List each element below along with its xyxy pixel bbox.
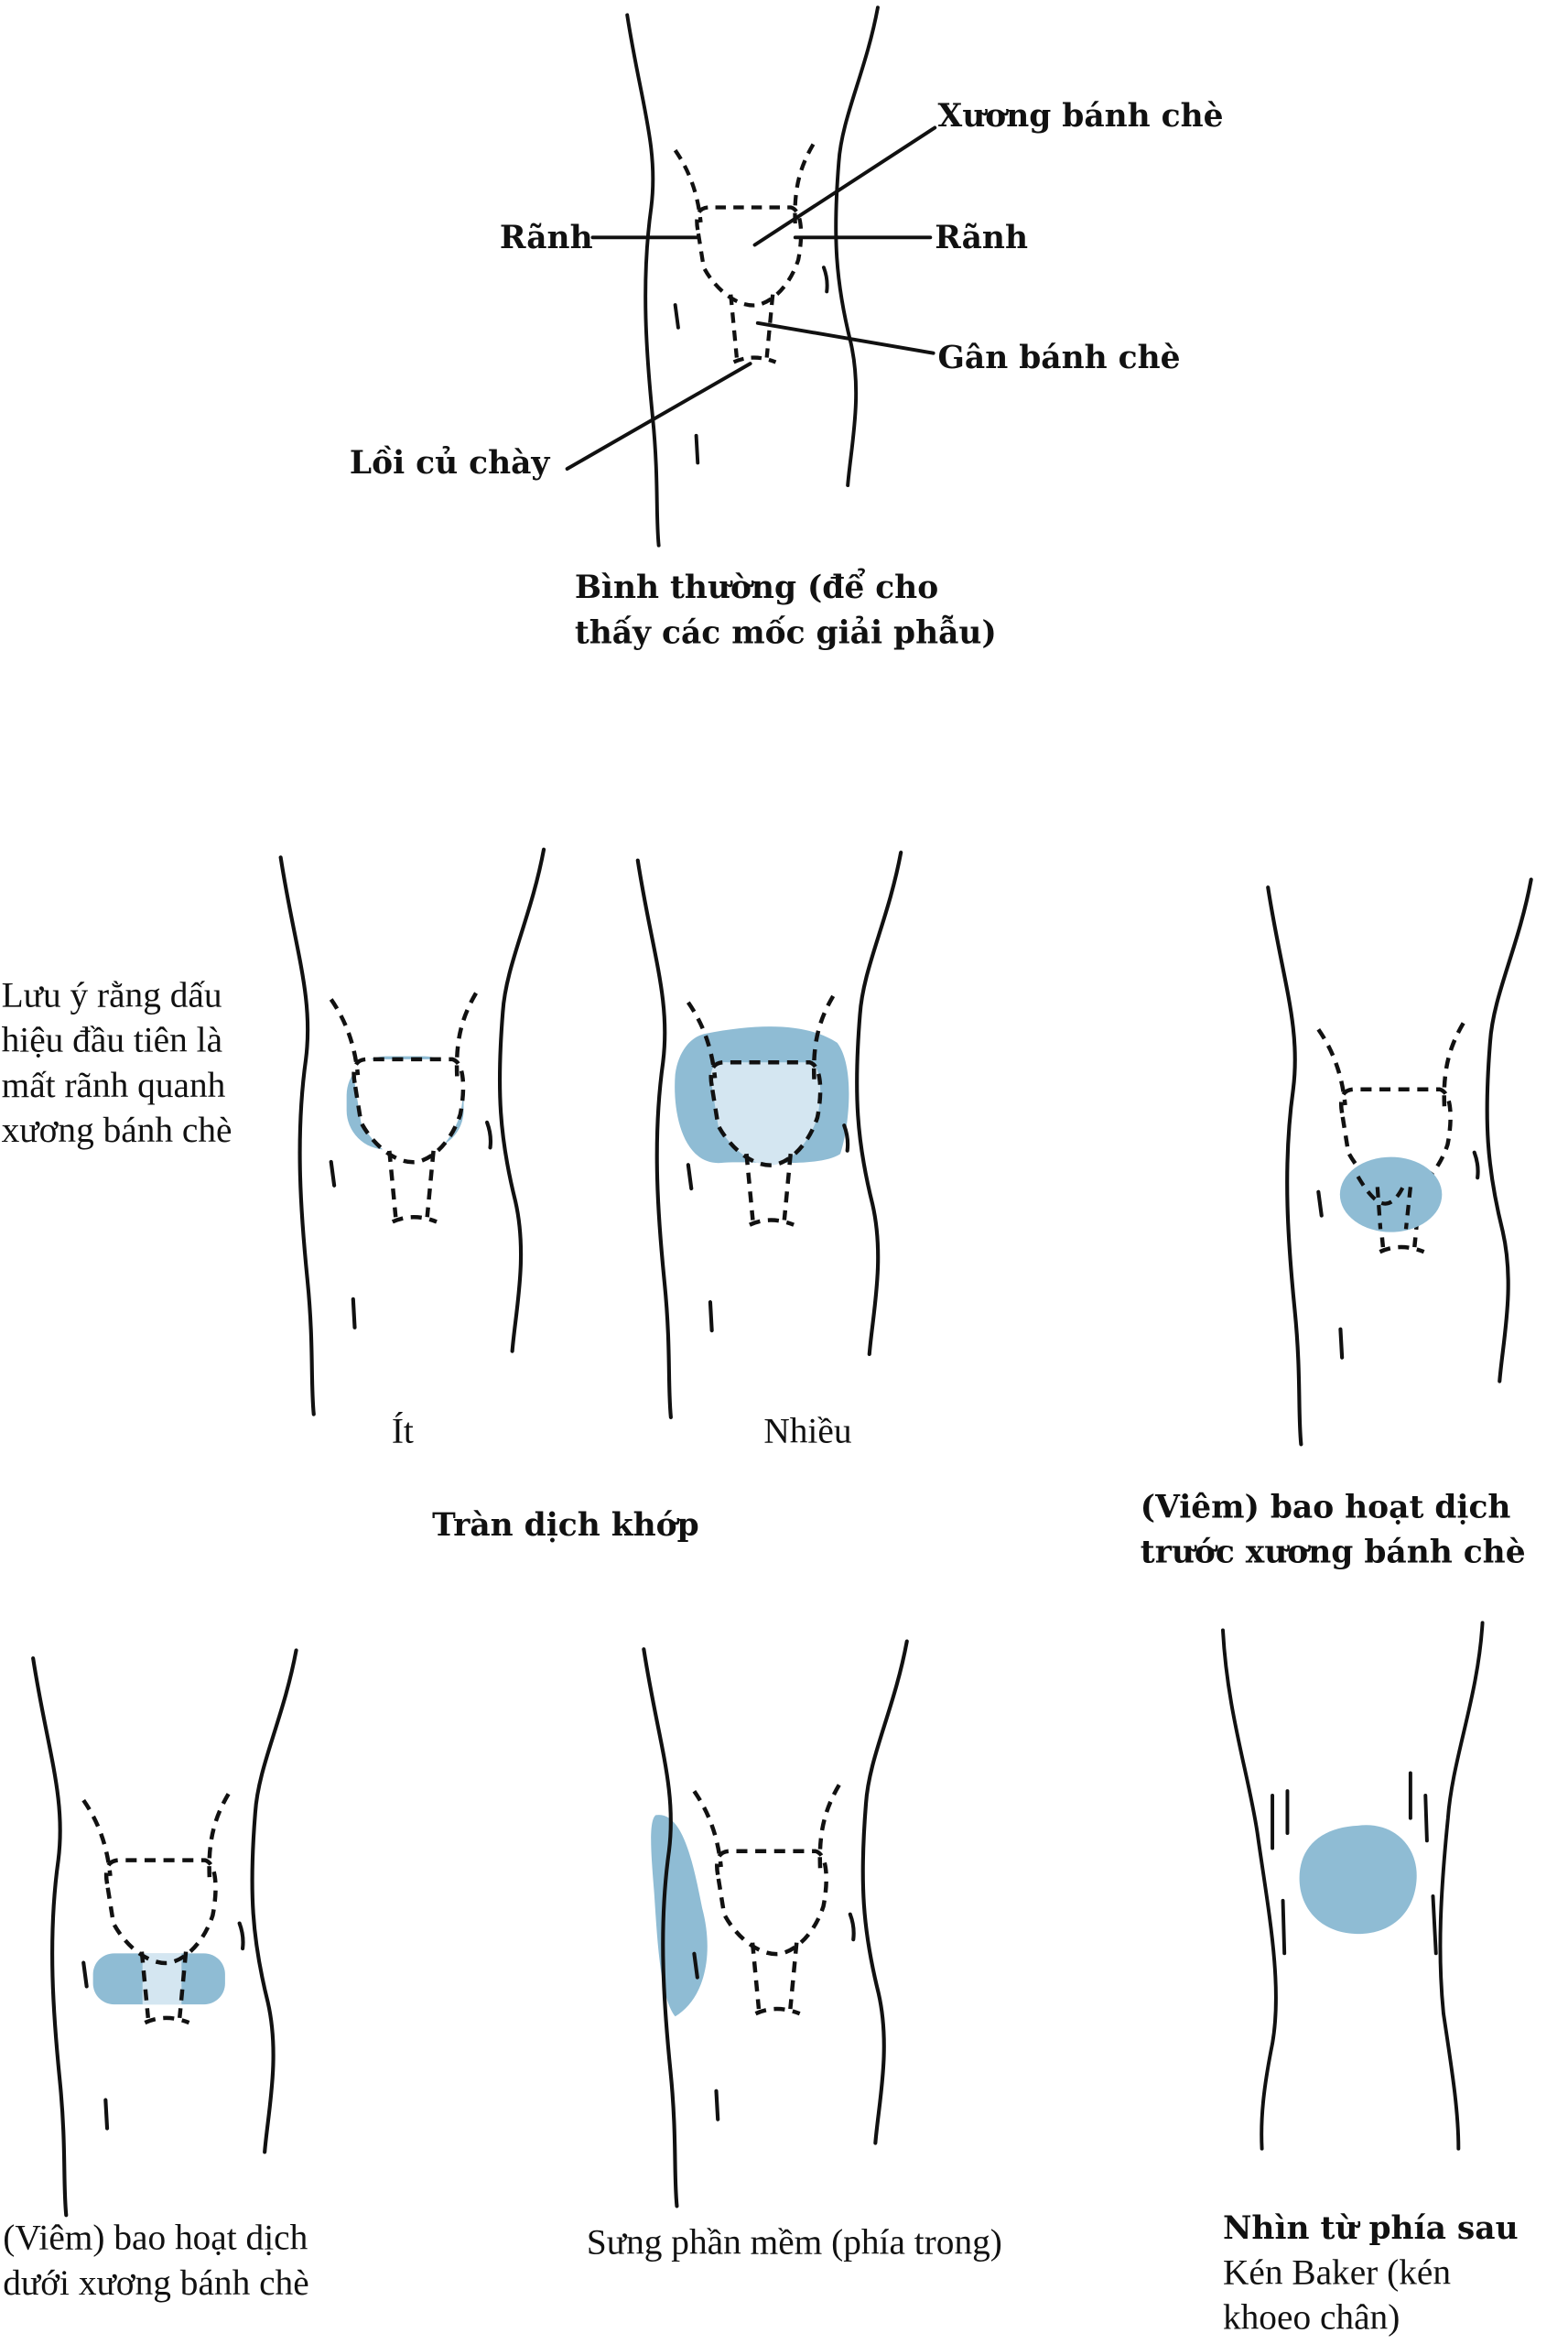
- swelling-area: [1339, 1156, 1443, 1232]
- effusion-labels: Lưu ý rằng dấu hiệu đầu tiên là mất rãnh…: [2, 974, 852, 1544]
- normal-knee: Xương bánh chè Rãnh Rãnh Gân bánh chè Lồ…: [350, 7, 1224, 651]
- effusion-title: Tràn dịch khớp: [432, 1507, 699, 1544]
- note-line-2: hiệu đầu tiên là: [2, 1020, 222, 1060]
- knee-outline: [627, 7, 878, 545]
- label-patella: Xương bánh chè: [938, 98, 1224, 135]
- leader-line-tubercle: [565, 362, 752, 471]
- soft-tissue-swelling-knee: Sưng phần mềm (phía trong): [587, 1642, 1002, 2263]
- bakers-cyst: [1299, 1825, 1417, 1935]
- skin-folds: [1271, 1771, 1438, 1956]
- caption-bakers-1: Kén Baker (kén: [1223, 2252, 1451, 2292]
- caption-normal-2: thấy các mốc giải phẫu): [575, 614, 997, 651]
- note-line-1: Lưu ý rằng dấu: [2, 974, 222, 1015]
- caption-infrapatellar-1: (Viêm) bao hoạt dịch: [3, 2218, 308, 2258]
- posterior-title: Nhìn từ phía sau: [1223, 2210, 1519, 2247]
- caption-bakers-2: khoeo chân): [1223, 2297, 1400, 2338]
- label-small: Ít: [392, 1410, 414, 1450]
- effusion-small-knee: [281, 850, 544, 1415]
- note-line-4: xương bánh chè: [2, 1110, 232, 1150]
- label-tibial-tubercle: Lồi củ chày: [350, 445, 550, 482]
- posterior-knee: Nhìn từ phía sau Kén Baker (kén khoeo ch…: [1221, 1621, 1519, 2338]
- knee-outline: [33, 1650, 296, 2215]
- leader-line-patella: [752, 125, 937, 247]
- patella-overlay: [1356, 1175, 1412, 1230]
- effusion-large-knee: [638, 852, 901, 1417]
- leg-outline-right: [1438, 1621, 1485, 2151]
- caption-normal-1: Bình thường (để cho: [575, 569, 938, 606]
- leg-outline-left: [1221, 1628, 1278, 2151]
- patella-fill: [353, 1058, 464, 1163]
- caption-prepatellar-2: trước xương bánh chè: [1141, 1535, 1526, 1571]
- label-groove-left: Rãnh: [500, 220, 593, 256]
- caption-prepatellar-1: (Viêm) bao hoạt dịch: [1141, 1489, 1511, 1525]
- caption-soft-tissue: Sưng phần mềm (phía trong): [587, 2222, 1002, 2263]
- label-large: Nhiều: [763, 1410, 851, 1450]
- leader-line-tendon: [755, 320, 935, 355]
- caption-infrapatellar-2: dưới xương bánh chè: [3, 2263, 308, 2303]
- label-patellar-tendon: Gân bánh chè: [938, 340, 1181, 376]
- note-line-3: mất rãnh quanh: [2, 1065, 226, 1105]
- label-groove-right: Rãnh: [935, 220, 1028, 256]
- infrapatellar-bursitis-knee: (Viêm) bao hoạt dịch dưới xương bánh chè: [3, 1650, 309, 2303]
- swelling-area: [651, 1815, 708, 2017]
- prepatellar-bursitis-knee: (Viêm) bao hoạt dịch trước xương bánh ch…: [1141, 880, 1531, 1571]
